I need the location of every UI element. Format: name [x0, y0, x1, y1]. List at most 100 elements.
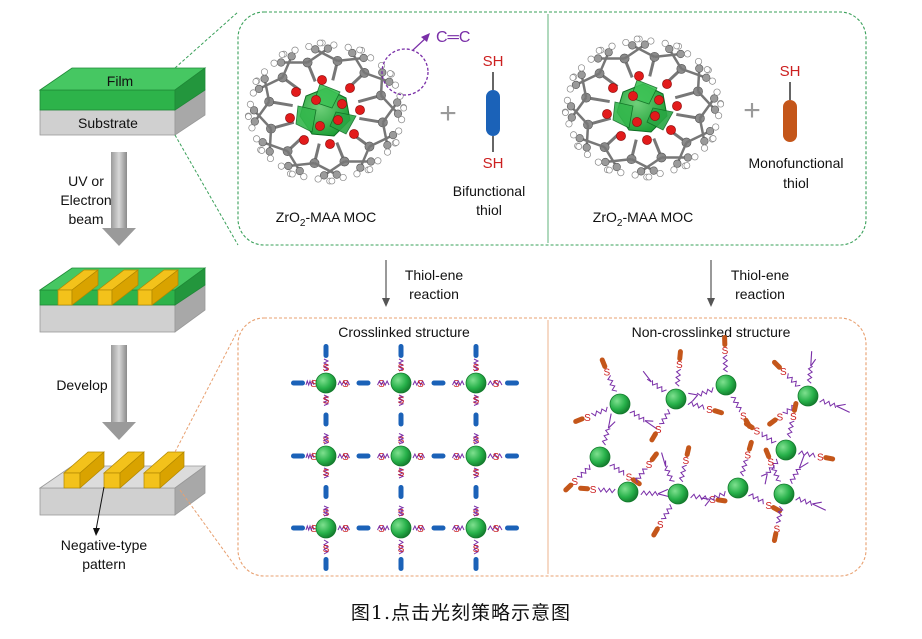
thioether-linker	[607, 375, 618, 392]
metal-oxo-cluster-node	[390, 517, 412, 539]
sulfur-label: S	[776, 413, 783, 424]
bifunctional-thiol-segment	[505, 453, 519, 459]
hydrogen-atom	[258, 147, 266, 154]
callout-lines	[174, 11, 239, 571]
carbon-atom	[665, 44, 674, 54]
carbon-atom	[385, 77, 394, 86]
unreacted-alkene	[812, 503, 826, 511]
carbon-atom	[673, 159, 682, 168]
unreacted-alkene	[644, 420, 654, 422]
sulfur-label: S	[646, 460, 653, 471]
thioether-linker	[629, 410, 645, 423]
carbon-atom	[695, 64, 704, 73]
oxygen-atom	[315, 121, 325, 131]
thioether-linker	[609, 463, 625, 476]
monofunctional-thiol-segment	[630, 477, 642, 487]
plus-sign-right: +	[743, 94, 761, 127]
reaction-label-right-line1: Thiol-ene	[731, 267, 790, 283]
thioether-linker	[452, 524, 465, 532]
hydrogen-atom	[562, 109, 569, 116]
hydrogen-atom	[248, 124, 256, 132]
metal-oxo-cluster-node	[315, 372, 337, 394]
oxygen-atom	[299, 135, 309, 145]
hydrogen-atom	[356, 46, 364, 54]
sulfur-label: S	[342, 379, 349, 390]
thioether-linker	[398, 539, 405, 555]
carbon-atom	[628, 41, 637, 50]
sulfur-label: S	[417, 452, 424, 463]
carbon-atom	[258, 138, 267, 147]
sulfur-label: S	[584, 413, 591, 424]
thioether-linker	[472, 394, 480, 406]
carbon-atom	[612, 162, 621, 172]
hydrogen-atom	[587, 55, 595, 63]
hydrogen-atom	[277, 162, 285, 170]
ligand-bond	[363, 71, 390, 83]
oxygen-atom	[602, 109, 612, 119]
thioether-linker	[337, 524, 350, 532]
oxygen-atom	[333, 115, 343, 125]
figure-caption: 图1.点击光刻策略示意图	[350, 602, 572, 624]
thioether-linker	[412, 524, 425, 532]
carbon-atom	[332, 170, 341, 179]
ligand-bond	[680, 67, 707, 79]
unreacted-alkene	[836, 403, 846, 407]
monofunctional-thiol-segment	[677, 349, 683, 362]
monofunctional-thiol-segment	[563, 482, 574, 493]
hydrogen-atom	[647, 37, 655, 45]
unreacted-alkene	[798, 454, 805, 469]
thioether-linker	[690, 493, 708, 501]
thioether-linker	[337, 452, 350, 460]
sulfur-label: S	[740, 411, 747, 422]
sulfur-label: S	[323, 363, 330, 374]
thioether-linker	[786, 373, 801, 387]
carbon-atom	[640, 40, 650, 49]
hydrogen-atom	[570, 131, 578, 139]
carbon-atom	[383, 141, 392, 150]
bifunctional-thiol-segment	[505, 380, 519, 386]
carbon-atom	[566, 102, 576, 111]
hydrogen-atom	[563, 96, 571, 104]
hydrogen-atom	[398, 116, 406, 124]
ligand-bond	[697, 90, 716, 111]
carbon-atom	[582, 143, 591, 152]
hydrogen-atom	[330, 41, 338, 49]
thioether-linker	[397, 394, 405, 406]
hydrogen-atom	[270, 59, 278, 67]
sulfur-label: S	[817, 453, 824, 464]
metal-oxo-cluster-node	[390, 372, 412, 394]
film-stack: Film Substrate	[38, 67, 207, 136]
hydrogen-atom	[353, 170, 361, 178]
monofunctional-thiol: SH	[780, 63, 800, 142]
unreacted-alkene	[810, 351, 813, 367]
double-bond-label: C═C	[436, 29, 470, 46]
bifunctional-thiol-segment	[291, 525, 305, 531]
oxygen-atom	[634, 71, 644, 81]
unreacted-alkene	[691, 394, 699, 402]
oxygen-atom	[337, 99, 347, 109]
bifunctional-thiol-segment	[356, 380, 371, 386]
thioether-linker	[795, 496, 813, 506]
thioether-linker	[601, 428, 611, 446]
thioether-linker	[640, 490, 659, 497]
zro2-maa-molecule-right	[561, 35, 725, 181]
hydrogen-atom	[252, 78, 260, 85]
hydrogen-atom	[605, 166, 613, 174]
carbon-atom	[567, 113, 576, 122]
bifunctional-thiol-segment	[398, 344, 404, 358]
bifunctional-thiol-segment	[323, 485, 329, 499]
monofunctional-thiol-label-line1: Monofunctional	[749, 155, 844, 171]
hydrogen-atom	[249, 89, 257, 97]
monofunctional-thiol-segment	[651, 526, 660, 538]
bifunctional-thiol-segment	[291, 380, 305, 386]
hydrogen-atom	[656, 169, 664, 178]
thioether-linker	[487, 524, 503, 531]
oxygen-atom	[662, 79, 672, 89]
bifunctional-thiol-label-line2: thiol	[476, 202, 502, 218]
pattern-label-line2: pattern	[82, 556, 126, 572]
hydrogen-atom	[328, 177, 336, 185]
carbon-atom	[649, 166, 658, 175]
hydrogen-atom	[300, 173, 308, 181]
sulfur-label: S	[493, 452, 500, 463]
thioether-linker	[819, 398, 837, 409]
